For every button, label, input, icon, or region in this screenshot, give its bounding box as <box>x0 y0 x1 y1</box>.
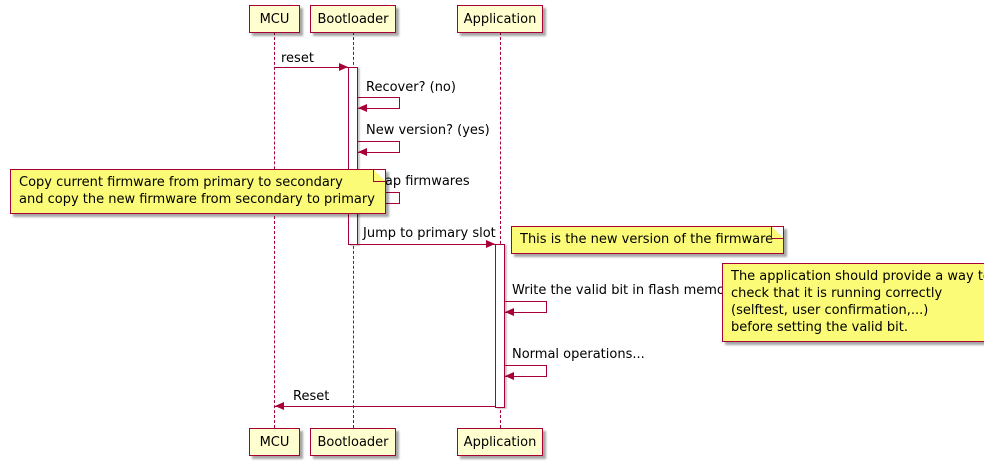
participant-mcu-top: MCU <box>249 5 300 33</box>
arrowhead-left-icon <box>275 402 284 410</box>
self-message-shape <box>505 301 547 313</box>
message-label-write-valid-bit: Write the valid bit in flash memory <box>512 283 738 298</box>
note-application-selftest: The application should provide a way to … <box>722 263 984 342</box>
arrowhead-right-icon <box>486 240 495 248</box>
message-line-reset <box>275 67 348 68</box>
message-label-normal-operations: Normal operations... <box>512 347 645 362</box>
arrowhead-right-icon <box>339 63 348 71</box>
self-message-shape <box>358 97 400 109</box>
participant-application-top: Application <box>457 5 543 33</box>
participant-label: Application <box>463 434 537 450</box>
activation-bar-application <box>495 244 505 408</box>
activation-bar-bootloader <box>348 67 358 245</box>
message-line-reset-return <box>275 406 495 407</box>
message-label-swap-firmwares: Swap firmwares <box>366 174 470 189</box>
note-new-firmware-version: This is the new version of the firmware <box>511 226 785 254</box>
participant-application-bottom: Application <box>457 428 543 456</box>
participant-label: MCU <box>259 434 290 450</box>
participant-label: Application <box>463 11 537 27</box>
arrowhead-left-icon <box>358 148 367 156</box>
lifeline-mcu <box>274 32 275 428</box>
self-message-shape <box>358 141 400 153</box>
arrowhead-left-icon <box>358 104 367 112</box>
message-label-recover: Recover? (no) <box>366 80 456 95</box>
message-label-reset-return: Reset <box>293 389 330 404</box>
arrowhead-left-icon <box>505 372 514 380</box>
message-line-jump-primary-slot <box>358 244 495 245</box>
participant-label: Bootloader <box>317 434 389 450</box>
participant-mcu-bottom: MCU <box>249 428 300 456</box>
lifeline-application <box>500 32 501 428</box>
message-label-jump-primary-slot: Jump to primary slot <box>363 226 496 241</box>
participant-bootloader-top: Bootloader <box>310 5 396 33</box>
message-label-new-version: New version? (yes) <box>366 123 490 138</box>
participant-bootloader-bottom: Bootloader <box>310 428 396 456</box>
participant-label: Bootloader <box>317 11 389 27</box>
message-label-reset: reset <box>281 51 314 66</box>
self-message-shape <box>505 365 547 377</box>
note-copy-firmware: Copy current firmware from primary to se… <box>10 169 386 214</box>
arrowhead-left-icon <box>505 308 514 316</box>
participant-label: MCU <box>259 11 290 27</box>
